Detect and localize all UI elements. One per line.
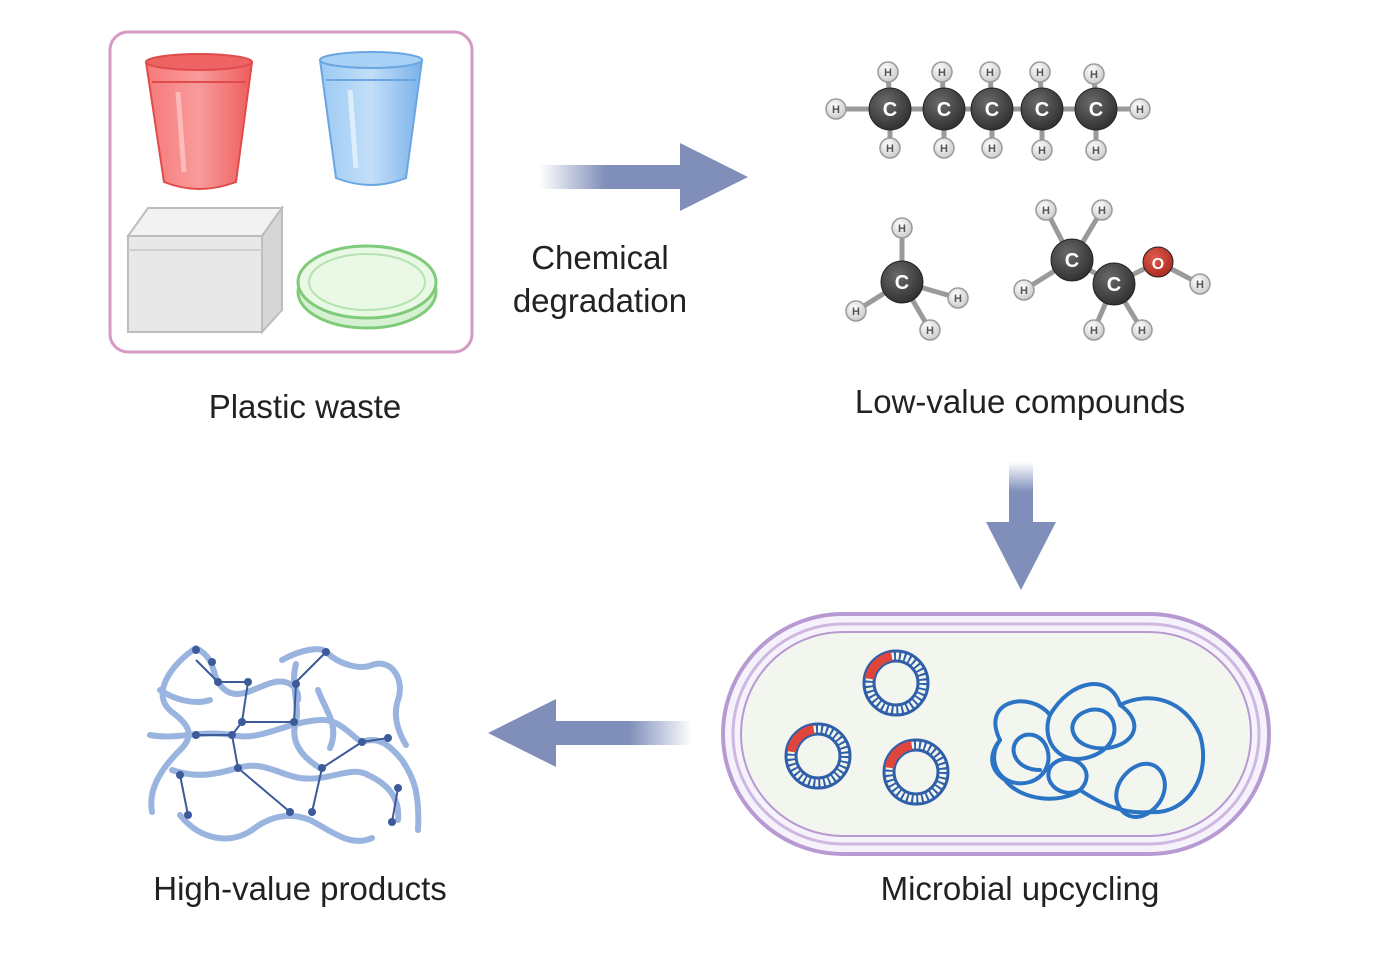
label-plastic-waste: Plastic waste bbox=[208, 388, 402, 425]
hydrogen-atom-icon: H bbox=[919, 319, 941, 341]
plasmid-icon bbox=[784, 722, 852, 790]
svg-text:O: O bbox=[1152, 256, 1164, 273]
hydrogen-atom-icon: H bbox=[879, 137, 901, 159]
hydrogen-atom-icon: H bbox=[1189, 273, 1211, 295]
hydrogen-atom-icon: H bbox=[947, 287, 969, 309]
low-value-molecules: C C C C C H H H H H H H H H H H H C H H H H C C O H H H H H H bbox=[825, 61, 1211, 341]
svg-text:H: H bbox=[898, 223, 906, 235]
plasmid-icon bbox=[882, 738, 950, 806]
blue-cup-icon bbox=[318, 51, 424, 186]
svg-text:H: H bbox=[926, 325, 934, 337]
carbon-atom-icon: C bbox=[970, 87, 1014, 131]
svg-text:H: H bbox=[1090, 325, 1098, 337]
arrow-right-icon bbox=[540, 143, 748, 211]
foam-box-icon bbox=[126, 204, 284, 335]
hydrogen-atom-icon: H bbox=[933, 137, 955, 159]
hydrogen-atom-icon: H bbox=[1029, 61, 1051, 83]
svg-text:H: H bbox=[1196, 279, 1204, 291]
svg-text:H: H bbox=[1020, 285, 1028, 297]
svg-text:C: C bbox=[937, 99, 951, 121]
svg-text:H: H bbox=[940, 143, 948, 155]
oxygen-atom-icon: O bbox=[1142, 246, 1174, 278]
svg-text:H: H bbox=[1098, 205, 1106, 217]
svg-text:H: H bbox=[1036, 67, 1044, 79]
label-chemical-degradation-line2: degradation bbox=[512, 282, 688, 319]
hydrogen-atom-icon: H bbox=[1129, 98, 1151, 120]
svg-text:C: C bbox=[1089, 99, 1103, 121]
svg-text:H: H bbox=[852, 306, 860, 318]
hydrogen-atom-icon: H bbox=[825, 98, 847, 120]
hydrogen-atom-icon: H bbox=[845, 300, 867, 322]
svg-text:C: C bbox=[895, 272, 909, 294]
hydrogen-atom-icon: H bbox=[1091, 199, 1113, 221]
label-high-value-products: High-value products bbox=[153, 870, 447, 907]
hydrogen-atom-icon: H bbox=[1031, 139, 1053, 161]
carbon-atom-icon: C bbox=[922, 87, 966, 131]
red-cup-icon bbox=[144, 53, 254, 190]
microbial-cell-icon bbox=[721, 612, 1271, 856]
svg-text:H: H bbox=[1042, 205, 1050, 217]
label-chemical-degradation-line1: Chemical bbox=[531, 239, 669, 276]
svg-text:H: H bbox=[884, 67, 892, 79]
svg-text:H: H bbox=[988, 143, 996, 155]
svg-text:C: C bbox=[1065, 250, 1079, 272]
carbon-atom-icon: C bbox=[880, 260, 924, 304]
svg-text:H: H bbox=[1090, 69, 1098, 81]
svg-text:H: H bbox=[1138, 325, 1146, 337]
svg-text:C: C bbox=[883, 99, 897, 121]
petri-dish-icon bbox=[296, 244, 438, 330]
plastic-waste-panel bbox=[108, 30, 474, 354]
svg-text:C: C bbox=[985, 99, 999, 121]
svg-text:H: H bbox=[1092, 145, 1100, 157]
svg-text:H: H bbox=[1136, 104, 1144, 116]
arrow-left-icon bbox=[488, 699, 692, 767]
carbon-atom-icon: C bbox=[1092, 262, 1136, 306]
hydrogen-atom-icon: H bbox=[979, 61, 1001, 83]
hydrogen-atom-icon: H bbox=[981, 137, 1003, 159]
plasmid-icon bbox=[862, 649, 930, 717]
svg-text:H: H bbox=[938, 67, 946, 79]
svg-text:C: C bbox=[1107, 274, 1121, 296]
svg-text:H: H bbox=[886, 143, 894, 155]
hydrogen-atom-icon: H bbox=[1083, 63, 1105, 85]
carbon-atom-icon: C bbox=[868, 87, 912, 131]
polymer-network-icon bbox=[147, 645, 422, 844]
label-chemical-degradation: Chemical degradation bbox=[490, 236, 710, 322]
carbon-atom-icon: C bbox=[1050, 238, 1094, 282]
hydrogen-atom-icon: H bbox=[1085, 139, 1107, 161]
svg-text:H: H bbox=[954, 293, 962, 305]
hydrogen-atom-icon: H bbox=[1083, 319, 1105, 341]
hydrogen-atom-icon: H bbox=[931, 61, 953, 83]
arrow-down-icon bbox=[986, 462, 1056, 590]
hydrogen-atom-icon: H bbox=[1013, 279, 1035, 301]
svg-text:H: H bbox=[1038, 145, 1046, 157]
svg-text:C: C bbox=[1035, 99, 1049, 121]
chromosome-dna-icon bbox=[990, 682, 1206, 819]
atoms-layer: C C C C C H H H H H H H H H H H H C H H H H C C O H H H H H H bbox=[825, 61, 1211, 341]
carbon-atom-icon: C bbox=[1074, 87, 1118, 131]
hydrogen-atom-icon: H bbox=[891, 217, 913, 239]
plasmids bbox=[784, 649, 950, 806]
hydrogen-atom-icon: H bbox=[877, 61, 899, 83]
label-low-value-compounds: Low-value compounds bbox=[854, 383, 1186, 420]
hydrogen-atom-icon: H bbox=[1131, 319, 1153, 341]
label-microbial-upcycling: Microbial upcycling bbox=[880, 870, 1160, 907]
svg-text:H: H bbox=[986, 67, 994, 79]
carbon-atom-icon: C bbox=[1020, 87, 1064, 131]
hydrogen-atom-icon: H bbox=[1035, 199, 1057, 221]
svg-text:H: H bbox=[832, 104, 840, 116]
